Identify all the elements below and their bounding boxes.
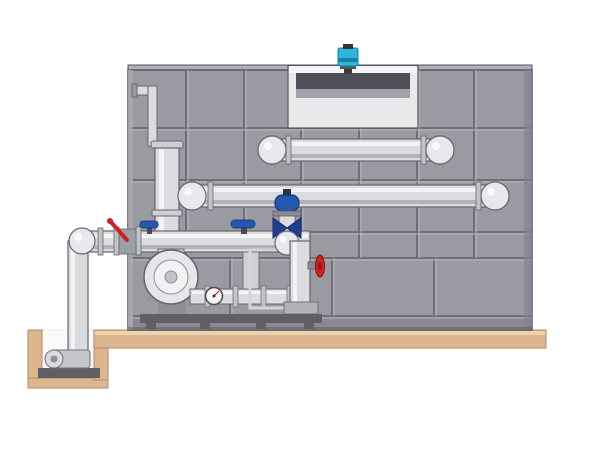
tank-top-inlet-basin (287, 65, 419, 129)
riser-top-cap (150, 140, 184, 149)
sensor-body (337, 47, 359, 67)
prv-actuator-dome (274, 194, 300, 212)
sump-pump (38, 349, 100, 378)
tank-panel-bevels (128, 70, 532, 319)
upper-pipe-ball-joint-right (425, 135, 455, 165)
prv-ball-highlight (279, 235, 287, 243)
tank-left-light (128, 70, 133, 330)
manifold-flange-3 (260, 285, 267, 308)
riser-body (154, 147, 180, 241)
header-pipe-shadow (80, 245, 308, 249)
middle-distribution-pipe (177, 181, 510, 211)
middle-pipe-highlight (194, 188, 493, 192)
pump-suction-header (68, 218, 311, 256)
tank-suction-riser (150, 140, 184, 241)
basin-rim (289, 66, 417, 73)
drop-pipe-highlight (71, 242, 75, 352)
prv-flange (272, 210, 302, 217)
tank-ground-shadow (128, 327, 532, 331)
header-pipe-highlight (80, 234, 308, 238)
sensor-cap (343, 44, 353, 49)
middle-ball-right-highlight (487, 188, 495, 196)
middle-pipe-ball-joint-left (177, 181, 207, 211)
skid-foot-1 (146, 323, 156, 329)
pressure-gauge (204, 286, 224, 306)
blue-lever-stem-left (147, 228, 152, 234)
overflow-end-cap (131, 83, 138, 98)
header-flange (97, 227, 104, 256)
manifold-flange-2 (232, 285, 239, 308)
level-sensor (337, 44, 359, 74)
sump-pump-hub (50, 355, 58, 363)
overflow-pipe (131, 83, 158, 147)
prv-top-knob (283, 189, 291, 195)
basin-recess (296, 73, 410, 89)
upper-pipe-highlight (274, 142, 438, 146)
skid-foot-2 (200, 323, 210, 329)
overflow-vertical (147, 85, 158, 147)
pump-volute-hub (164, 270, 178, 284)
skid-foot-3 (256, 323, 266, 329)
header-elbow-highlight (74, 233, 82, 241)
skid-rail (140, 314, 322, 323)
discharge-pump-block (283, 301, 319, 315)
pump-skid-base (140, 314, 322, 329)
upper-pipe-ball-joint-left (257, 135, 287, 165)
end-suction-pump (143, 248, 199, 314)
sump-suction-drop-pipe (67, 240, 89, 354)
upper-distribution-pipe (257, 135, 455, 165)
blue-lever-left (139, 220, 159, 229)
lever-butterfly-valve (107, 218, 142, 256)
middle-pipe-flange-left (207, 181, 214, 211)
manifold-highlight (192, 291, 300, 294)
discharge-drop-pipe (283, 240, 325, 315)
butterfly-lever-knob (107, 218, 113, 224)
skid-foot-4 (304, 323, 314, 329)
discharge-pipe-highlight (293, 242, 297, 310)
sump-pump-base (38, 368, 100, 378)
butterfly-red-lever (108, 219, 129, 242)
middle-ball-left-highlight (184, 188, 192, 196)
sensor-stem (344, 68, 352, 74)
butterfly-flange-right (135, 226, 142, 256)
handwheel-hub (318, 262, 322, 270)
middle-pipe-flange-right (475, 181, 482, 211)
riser-union (151, 209, 183, 217)
tank-right-shade (524, 70, 532, 330)
pump-suction-manifold (189, 248, 306, 310)
upper-ball-left-highlight (264, 142, 272, 150)
upper-ball-right-highlight (432, 142, 440, 150)
sensor-band (338, 58, 358, 62)
middle-pipe-shadow (194, 200, 493, 204)
blue-lever-valve-mid (230, 219, 256, 234)
basin-inner-wall (296, 89, 410, 98)
gauge-pivot (212, 294, 216, 298)
upper-pipe-shadow (274, 154, 438, 158)
handwheel-gate-valve (307, 254, 325, 278)
riser-highlight (159, 149, 164, 239)
upper-pipe-flange-right (420, 135, 427, 165)
pump-pedestal (158, 302, 186, 314)
blue-lever-valve-left (139, 220, 159, 234)
upper-pipe-flange-left (285, 135, 292, 165)
header-elbow-ball (68, 227, 96, 255)
blue-lever-stem-mid (241, 228, 247, 234)
plinth-slab-highlight (95, 331, 545, 335)
blue-lever-mid (230, 219, 256, 229)
pressure-reducing-valve (272, 189, 302, 256)
middle-pipe-ball-joint-right (480, 181, 510, 211)
